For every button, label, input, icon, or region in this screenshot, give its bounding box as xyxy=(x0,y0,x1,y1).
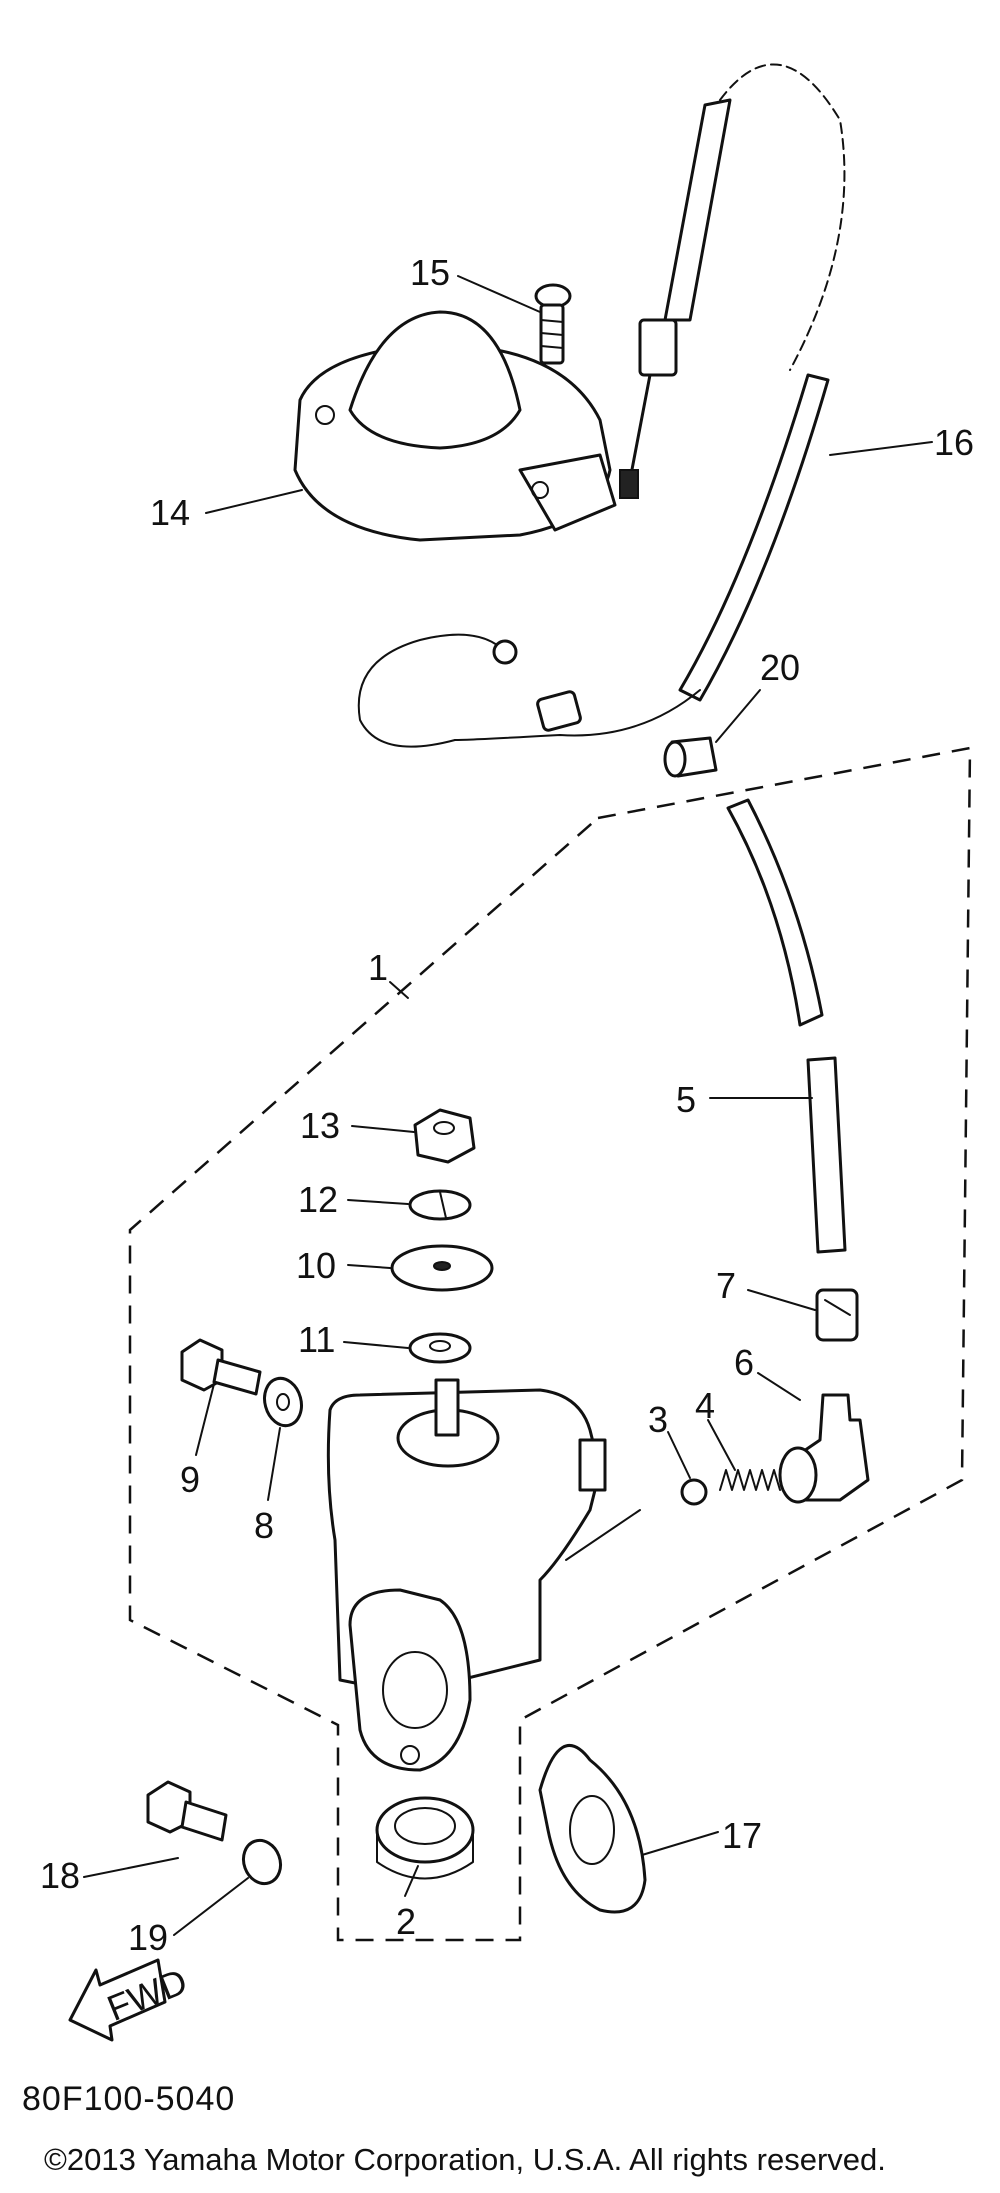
part-17-gasket xyxy=(538,1743,647,1914)
callout-3: 3 xyxy=(648,1399,668,1440)
part-15-screw xyxy=(534,283,572,365)
part-4-spring xyxy=(719,1469,781,1491)
part-14-cover xyxy=(293,310,617,542)
callout-10: 10 xyxy=(296,1245,336,1286)
part-20-sleeve xyxy=(663,736,718,778)
part-19-washer xyxy=(241,1838,283,1886)
fwd-arrow-icon: FWD xyxy=(68,1958,193,2042)
callout-17: 17 xyxy=(722,1815,762,1856)
callout-20: 20 xyxy=(760,647,800,688)
part-16-cable-and-tube xyxy=(357,63,846,748)
part-7-clip xyxy=(815,1288,859,1342)
callout-18: 18 xyxy=(40,1855,80,1896)
part-code: 80F100-5040 xyxy=(22,2080,236,2118)
callout-13: 13 xyxy=(300,1105,340,1146)
callout-11: 11 xyxy=(298,1319,335,1360)
part-12-lock-washer xyxy=(408,1189,472,1221)
callout-19: 19 xyxy=(128,1917,168,1958)
callout-15: 15 xyxy=(410,252,450,293)
leader-lines xyxy=(83,275,933,1936)
part-11-washer xyxy=(408,1332,472,1364)
part-13-nut xyxy=(413,1108,476,1164)
callout-2: 2 xyxy=(396,1901,416,1942)
part-18-bolt xyxy=(146,1780,228,1842)
part-6-elbow xyxy=(778,1393,870,1504)
callout-8: 8 xyxy=(254,1505,274,1546)
part-5-hose xyxy=(726,798,847,1254)
callout-12: 12 xyxy=(298,1179,338,1220)
callout-16: 16 xyxy=(934,422,974,463)
part-10-washer xyxy=(390,1244,494,1292)
part-3-ball xyxy=(680,1478,708,1506)
callout-4: 4 xyxy=(695,1385,715,1426)
part-1-pump-body xyxy=(326,1378,607,1772)
part-9-bolt xyxy=(180,1338,262,1396)
callout-14: 14 xyxy=(150,492,190,533)
callout-5: 5 xyxy=(676,1079,696,1120)
part-2-seal xyxy=(375,1796,475,1880)
callout-6: 6 xyxy=(734,1342,754,1383)
callout-1: 1 xyxy=(368,947,388,988)
part-8-washer xyxy=(263,1376,303,1428)
callout-9: 9 xyxy=(180,1459,200,1500)
copyright-notice: ©2013 Yamaha Motor Corporation, U.S.A. A… xyxy=(44,2142,886,2177)
callout-7: 7 xyxy=(716,1265,736,1306)
assembly-boundary xyxy=(128,746,972,1942)
